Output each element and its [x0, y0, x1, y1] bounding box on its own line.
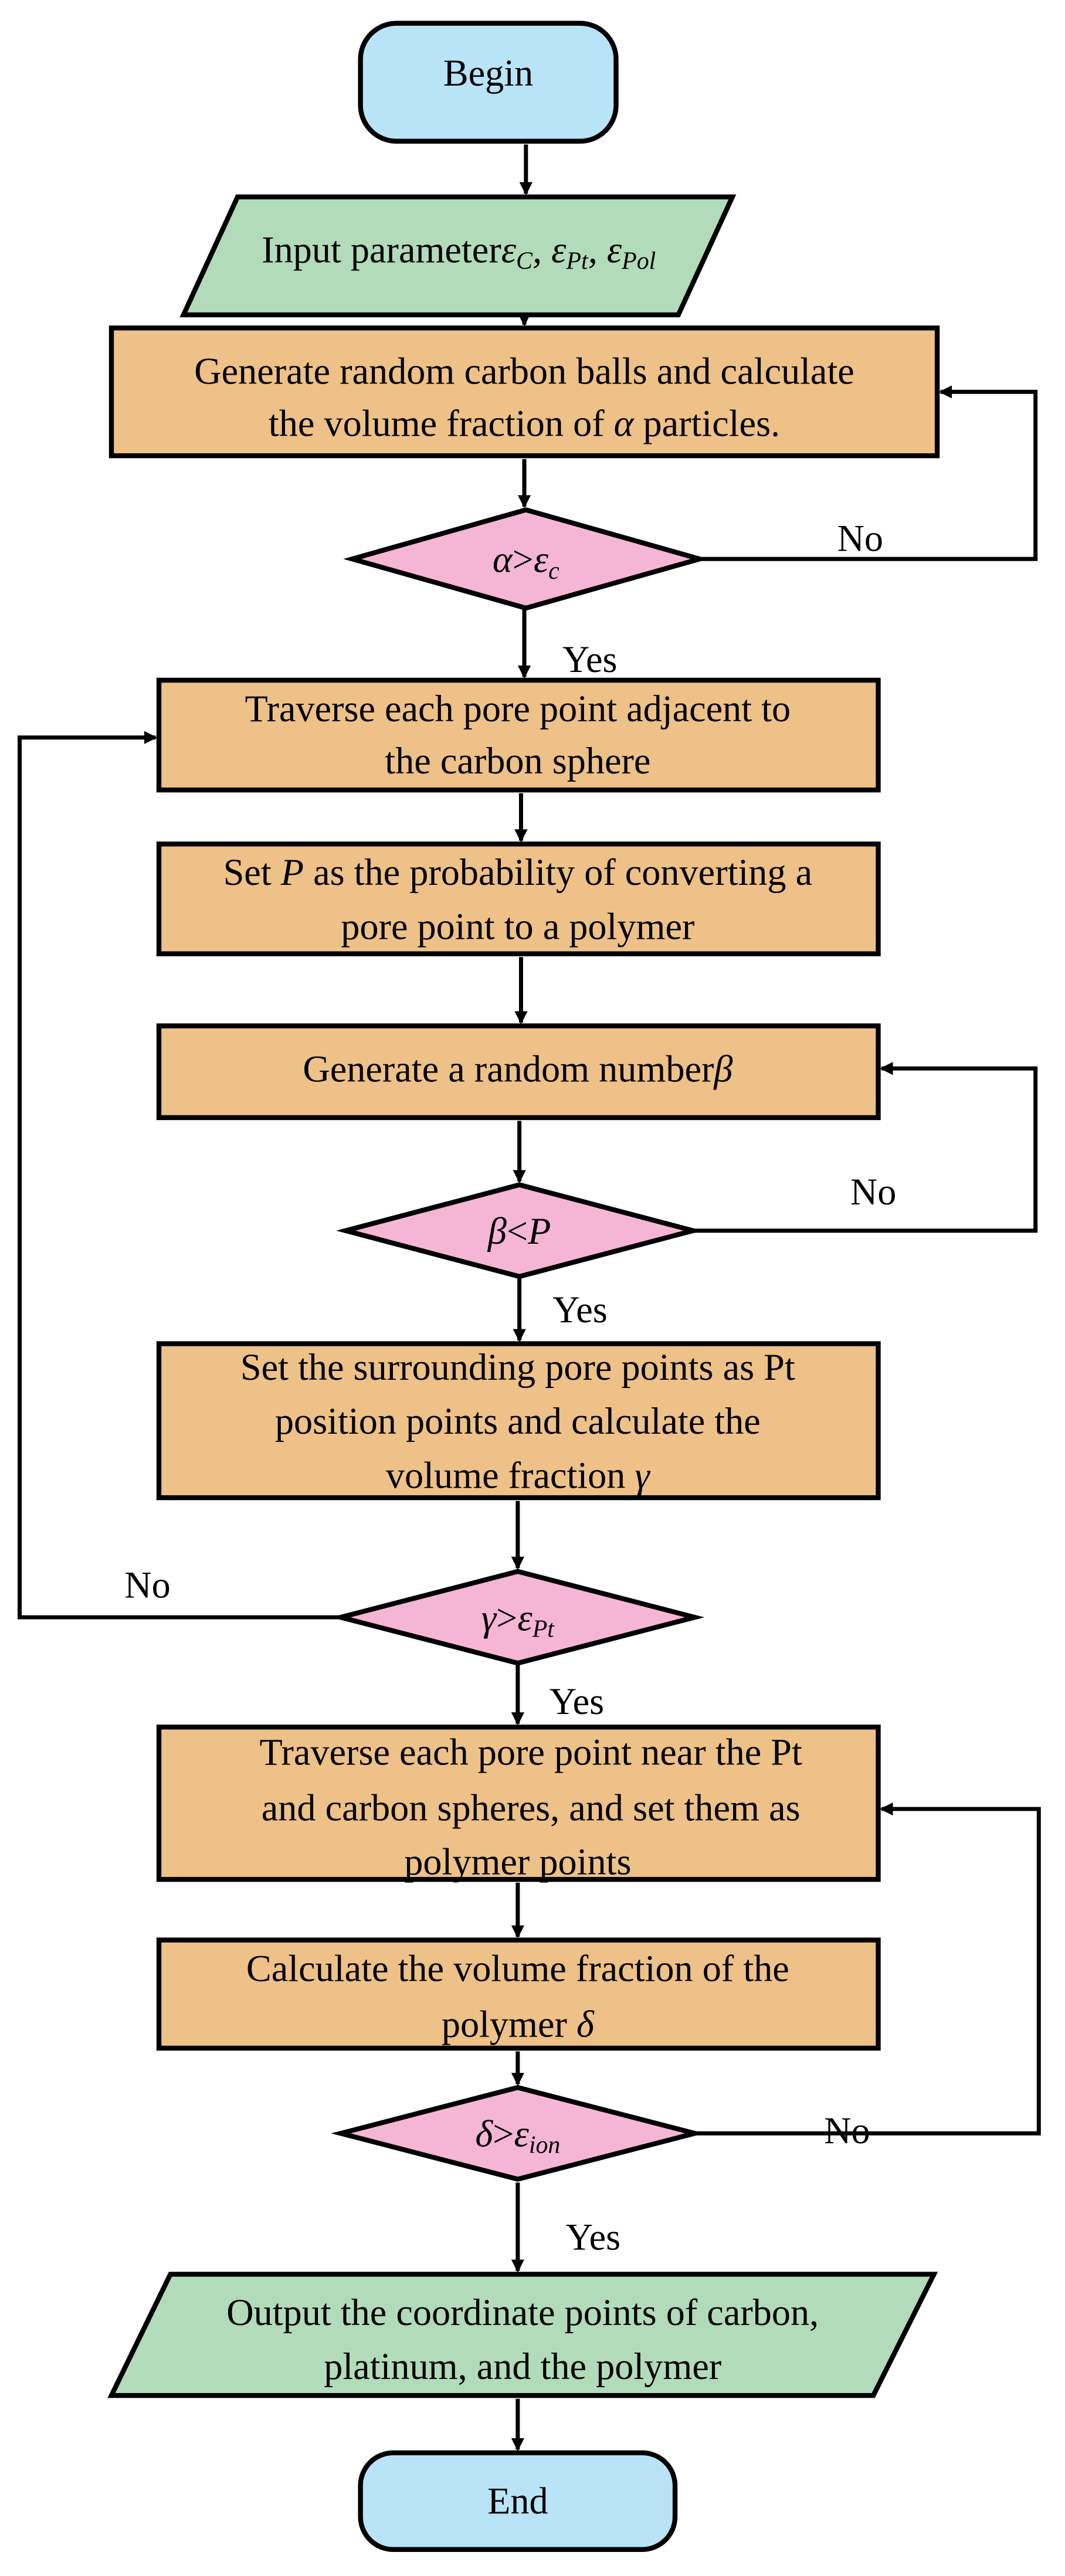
step1-line2: the volume fraction of α particles.	[269, 403, 780, 444]
dec4-no-label: No	[824, 2110, 870, 2151]
step5-shape	[156, 1341, 881, 1501]
begin-shape	[358, 21, 619, 144]
step-random-number: Generate a random numberβ	[156, 1023, 881, 1121]
dec4-yes-label: Yes	[566, 2216, 620, 2258]
decision-alpha-gt-epsilon-c: α>εc No Yes	[343, 507, 884, 680]
step6-line2: and carbon spheres, and set them as	[262, 1787, 801, 1829]
dec3-label: γ>εPt	[481, 1597, 555, 1642]
begin-label: Begin	[443, 52, 533, 94]
step7-line1: Calculate the volume fraction of the	[246, 1947, 789, 1989]
step1-line1: Generate random carbon balls and calcula…	[194, 350, 854, 392]
step2-line2: the carbon sphere	[385, 740, 650, 782]
step2-line1: Traverse each pore point adjacent to	[245, 688, 791, 729]
dec3-shape	[331, 1569, 705, 1666]
step6-shape	[156, 1725, 881, 1882]
step7-shape	[156, 1937, 881, 2051]
input-parallelogram: Input parameterεC, εPt, εPol	[179, 194, 737, 318]
begin-terminal: Begin	[358, 21, 619, 144]
step5-line3: volume fraction γ	[386, 1454, 651, 1496]
output-line1: Output the coordinate points of carbon,	[226, 2292, 819, 2333]
decision-delta-gt-epsilon-ion: δ>εion No Yes	[331, 2085, 870, 2258]
step6-line1: Traverse each pore point near the Pt	[260, 1732, 803, 1773]
step-set-probability: Set P as the probability of converting a…	[156, 841, 881, 956]
step5-line1: Set the surrounding pore points as Pt	[240, 1346, 795, 1388]
step5-line2: position points and calculate the	[275, 1400, 761, 1442]
output-line2: platinum, and the polymer	[324, 2346, 721, 2387]
step1-shape	[108, 325, 940, 459]
dec4-shape	[331, 2085, 705, 2182]
dec2-shape	[336, 1182, 703, 1279]
step-traverse-adjacent: Traverse each pore point adjacent to the…	[156, 677, 881, 793]
step2-shape	[156, 677, 881, 793]
dec3-yes-label: Yes	[550, 1681, 604, 1722]
step3-line1: Set P as the probability of converting a	[223, 851, 813, 893]
step6-line3: polymer points	[404, 1841, 631, 1883]
output-parallelogram: Output the coordinate points of carbon, …	[107, 2272, 938, 2398]
output-shape	[107, 2272, 938, 2398]
step-set-polymer-points: Traverse each pore point near the Pt and…	[156, 1725, 881, 1883]
dec2-yes-label: Yes	[552, 1289, 607, 1331]
dec1-shape	[343, 507, 709, 611]
input-shape	[179, 194, 737, 318]
dec1-label: α>εc	[493, 539, 559, 585]
input-label: Input parameterεC, εPt, εPol	[262, 229, 656, 275]
step3-shape	[156, 841, 881, 956]
step-calc-polymer-fraction: Calculate the volume fraction of the pol…	[156, 1937, 881, 2051]
step-set-pt-points: Set the surrounding pore points as Pt po…	[156, 1341, 881, 1501]
connectors	[18, 144, 1041, 2452]
dec4-label: δ>εion	[475, 2113, 560, 2158]
step3-line2: pore point to a polymer	[341, 905, 694, 947]
end-label: End	[487, 2480, 548, 2521]
step4-shape	[156, 1023, 881, 1121]
dec2-no-label: No	[850, 1171, 897, 1213]
end-shape	[358, 2450, 678, 2552]
step7-line2: polymer δ	[442, 2003, 595, 2045]
decision-beta-lt-p: β<P No Yes	[336, 1171, 897, 1331]
loop-dec1-no	[699, 385, 1038, 561]
step-generate-carbon-balls: Generate random carbon balls and calcula…	[108, 325, 940, 459]
loop-dec3-no	[18, 731, 341, 1620]
decision-gamma-gt-epsilon-pt: γ>εPt No Yes	[124, 1564, 705, 1722]
loop-dec4-no	[694, 1802, 1041, 2136]
step4-label: Generate a random numberβ	[303, 1048, 732, 1090]
loop-dec2-no	[693, 1061, 1038, 1233]
dec2-label: β<P	[487, 1210, 551, 1252]
dec1-no-label: No	[837, 517, 884, 559]
end-terminal: End	[358, 2450, 678, 2552]
dec1-yes-label: Yes	[562, 639, 617, 680]
dec3-no-label: No	[124, 1564, 171, 1606]
